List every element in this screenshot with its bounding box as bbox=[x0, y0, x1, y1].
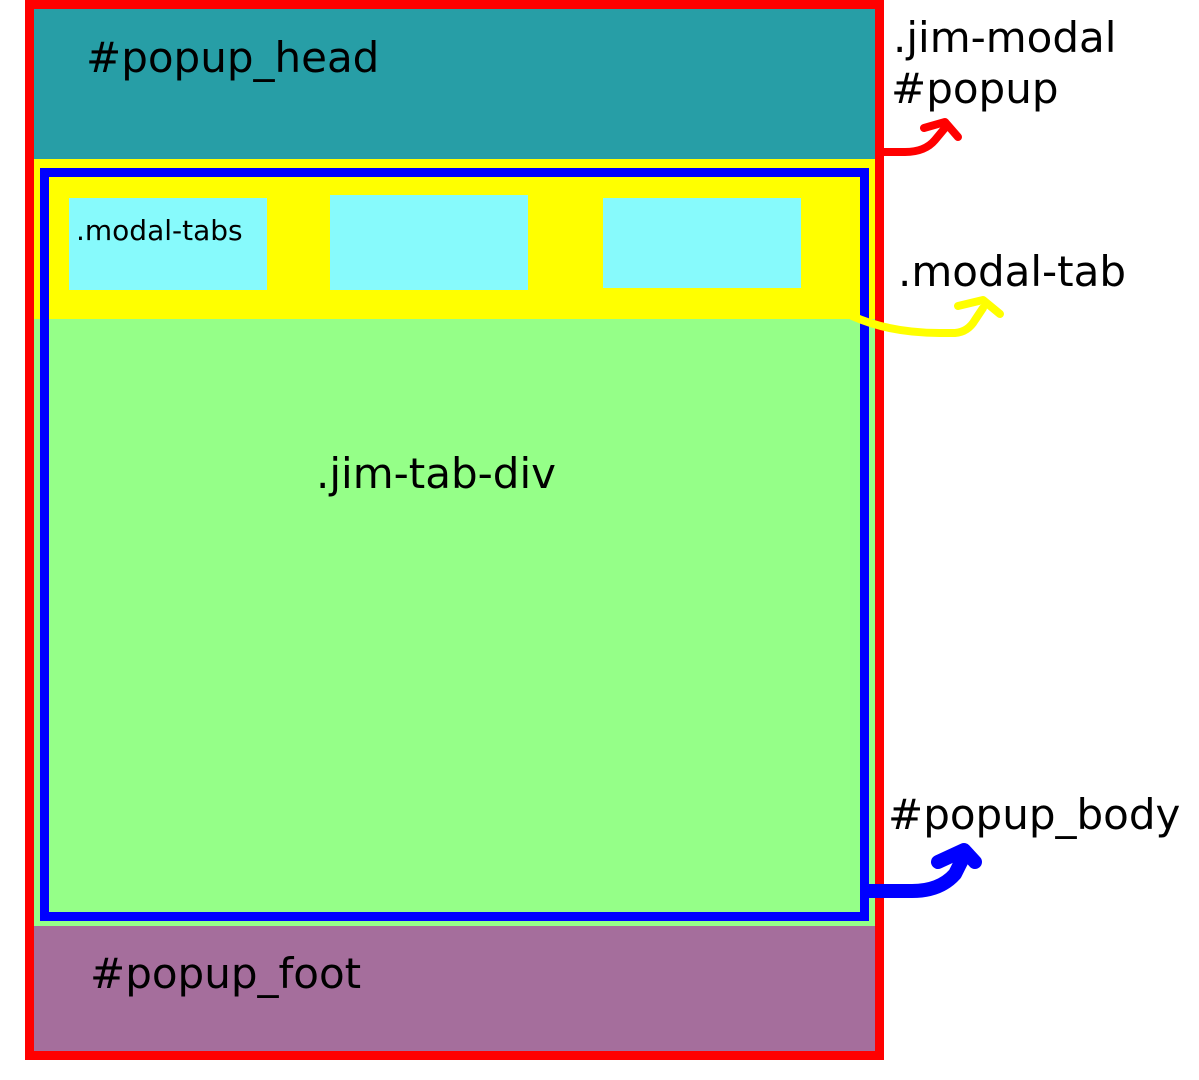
modal-tabs-label: .modal-tabs bbox=[76, 214, 243, 247]
modal-tab-label: .modal-tab bbox=[898, 247, 1127, 296]
yellow-arrow bbox=[848, 296, 1004, 337]
popup-foot-label: #popup_foot bbox=[90, 949, 362, 998]
red-arrow bbox=[880, 118, 962, 156]
blue-arrow bbox=[861, 843, 982, 898]
popup-foot bbox=[34, 926, 875, 1051]
jim-modal-label: .jim-modal bbox=[893, 13, 1117, 62]
popup-label: #popup bbox=[891, 64, 1059, 113]
modal-tab-3 bbox=[603, 198, 801, 288]
popup-body-label: #popup_body bbox=[888, 790, 1181, 839]
popup-head bbox=[34, 9, 875, 159]
jim-tab-div-label: .jim-tab-div bbox=[316, 449, 556, 498]
modal-tab-2 bbox=[330, 195, 528, 290]
popup-head-label: #popup_head bbox=[86, 33, 380, 82]
modal-tab-1 bbox=[69, 198, 267, 290]
